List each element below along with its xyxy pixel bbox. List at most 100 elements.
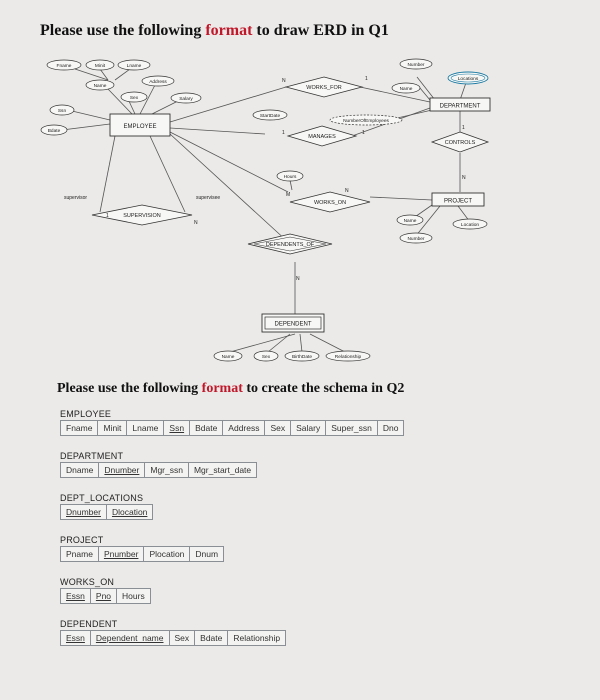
table-name: DEPARTMENT xyxy=(60,451,124,461)
attr-lname-label: Lname xyxy=(127,63,142,69)
rel-manages: MANAGES xyxy=(286,125,358,147)
column: Lname xyxy=(127,420,165,436)
table-name: DEPT_LOCATIONS xyxy=(60,493,144,503)
attr-fname: Fname xyxy=(46,59,82,71)
attr-dept-number-label: Number xyxy=(407,62,424,68)
primary-key-column: Ssn xyxy=(164,420,191,436)
role-supervisor: supervisor xyxy=(64,195,87,201)
attr-address-label: Address xyxy=(149,79,167,85)
attr-proj-location-label: Location xyxy=(461,222,479,228)
primary-key-column: Pno xyxy=(90,588,118,604)
attr-dep-birthdate: BirthDate xyxy=(284,350,320,362)
attr-bdate: Bdate xyxy=(40,124,68,136)
rel-works-for-label: WORKS_FOR xyxy=(306,85,341,91)
entity-dependent-label: DEPENDENT xyxy=(274,322,311,328)
attr-proj-number: Number xyxy=(399,232,433,244)
entity-employee: EMPLOYEE xyxy=(109,113,171,137)
column: Relationship xyxy=(228,630,287,646)
attr-hours-label: Hours xyxy=(284,174,297,180)
attr-dept-name: Name xyxy=(391,82,421,94)
card-workson-m: M xyxy=(286,192,290,198)
attr-locations: Locations xyxy=(447,71,489,85)
rel-supervision: SUPERVISION xyxy=(91,204,193,226)
attr-address: Address xyxy=(141,75,175,87)
attr-dept-number: Number xyxy=(399,58,433,70)
primary-key-column: Essn xyxy=(60,630,91,646)
attr-proj-number-label: Number xyxy=(407,236,424,242)
rel-supervision-label: SUPERVISION xyxy=(123,213,161,219)
primary-key-column: Dnumber xyxy=(99,462,146,478)
primary-key-column: Essn xyxy=(60,588,91,604)
attr-sex-label: Sex xyxy=(130,95,139,101)
q2-heading: Please use the following format to creat… xyxy=(57,381,404,397)
column: Salary xyxy=(291,420,327,436)
column: Pname xyxy=(60,546,99,562)
attr-fname-label: Fname xyxy=(57,63,72,69)
column: Dno xyxy=(377,420,405,436)
attr-salary-label: Salary xyxy=(179,96,193,102)
erd-diagram: EMPLOYEE DEPARTMENT PROJECT DEPENDENT WO… xyxy=(40,58,491,362)
attr-startdate: StartDate xyxy=(252,109,288,121)
attr-lname: Lname xyxy=(117,59,151,71)
rel-dependents-of: DEPENDENTS_OF xyxy=(247,233,333,255)
q1-heading: Please use the following format to draw … xyxy=(40,22,389,40)
table-row: Essn Dependent_name Sex Bdate Relationsh… xyxy=(60,630,580,646)
schema-works-on: WORKS_ON Essn Pno Hours xyxy=(60,576,580,604)
attr-minit: Minit xyxy=(85,59,115,71)
attr-salary: Salary xyxy=(170,92,202,104)
q1-suffix: to draw ERD in Q1 xyxy=(252,22,389,39)
attr-ssn: Ssn xyxy=(49,104,75,116)
card-supervision-1: 1 xyxy=(106,213,109,219)
card-manages-1b: 1 xyxy=(362,130,365,136)
attr-proj-location: Location xyxy=(452,218,488,230)
attr-proj-name: Name xyxy=(396,214,424,226)
q1-prefix: Please use the following xyxy=(40,22,206,39)
rel-manages-label: MANAGES xyxy=(308,134,336,140)
table-name: PROJECT xyxy=(60,535,104,545)
attr-name: Name xyxy=(85,79,115,91)
column: Bdate xyxy=(195,630,229,646)
card-controls-1: 1 xyxy=(462,125,465,131)
q1-highlight: format xyxy=(205,22,253,39)
card-worksfor-1: 1 xyxy=(365,76,368,82)
q2-prefix: Please use the following xyxy=(57,381,202,396)
schema-employee: EMPLOYEE Fname Minit Lname Ssn Bdate Add… xyxy=(60,408,580,436)
q2-highlight: format xyxy=(201,381,243,396)
attr-hours: Hours xyxy=(276,170,304,182)
attr-dept-name-label: Name xyxy=(400,86,413,92)
entity-project: PROJECT xyxy=(431,192,485,207)
attr-relationship: Relationship xyxy=(325,350,371,362)
q2-suffix: to create the schema in Q2 xyxy=(242,381,405,396)
column: Plocation xyxy=(144,546,191,562)
attr-startdate-label: StartDate xyxy=(260,113,281,119)
entity-department: DEPARTMENT xyxy=(429,97,491,112)
table-row: Dname Dnumber Mgr_ssn Mgr_start_date xyxy=(60,462,580,478)
card-supervision-n: N xyxy=(194,220,198,226)
card-controls-n: N xyxy=(462,175,466,181)
column: Mgr_start_date xyxy=(188,462,258,478)
column: Dnum xyxy=(190,546,225,562)
table-name: WORKS_ON xyxy=(60,577,115,587)
entity-employee-label: EMPLOYEE xyxy=(123,124,156,130)
primary-key-column: Dnumber xyxy=(60,504,107,520)
schema-dept-locations: DEPT_LOCATIONS Dnumber Dlocation xyxy=(60,492,580,520)
column: Super_ssn xyxy=(326,420,378,436)
attr-name-label: Name xyxy=(94,83,107,89)
card-workson-n: N xyxy=(345,188,349,194)
role-supervisee: supervisee xyxy=(196,195,220,201)
relational-schema: EMPLOYEE Fname Minit Lname Ssn Bdate Add… xyxy=(60,408,580,646)
card-dependents-n: N xyxy=(296,276,300,282)
column: Bdate xyxy=(190,420,224,436)
table-name: DEPENDENT xyxy=(60,619,118,629)
rel-works-on-label: WORKS_ON xyxy=(314,200,346,206)
table-name: EMPLOYEE xyxy=(60,409,112,419)
table-row: Pname Pnumber Plocation Dnum xyxy=(60,546,580,562)
column: Dname xyxy=(60,462,100,478)
primary-key-column: Dependent_name xyxy=(90,630,170,646)
attr-dep-name: Name xyxy=(213,350,243,362)
primary-key-column: Pnumber xyxy=(98,546,145,562)
entity-dependent: DEPENDENT xyxy=(261,313,325,333)
attr-dep-sex: Sex xyxy=(253,350,279,362)
attr-dep-sex-label: Sex xyxy=(262,354,271,360)
column: Address xyxy=(223,420,266,436)
